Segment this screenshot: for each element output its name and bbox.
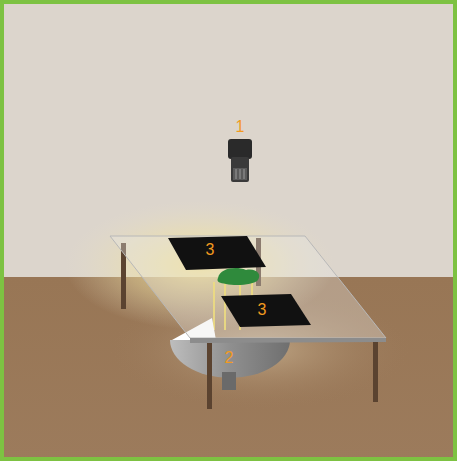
floor [0, 277, 457, 461]
callout-number: 3 [258, 302, 267, 318]
callout-number: 1 [236, 119, 245, 135]
callout-number: 2 [225, 350, 234, 366]
table-leg [373, 342, 378, 402]
camera [228, 139, 252, 182]
black-plate [168, 236, 266, 270]
green-sample [217, 268, 259, 285]
tabletop-edge [190, 338, 386, 343]
black-plate [221, 294, 311, 327]
callout-number: 3 [206, 242, 215, 258]
table-leg [207, 343, 212, 409]
glass-tabletop [110, 236, 386, 338]
